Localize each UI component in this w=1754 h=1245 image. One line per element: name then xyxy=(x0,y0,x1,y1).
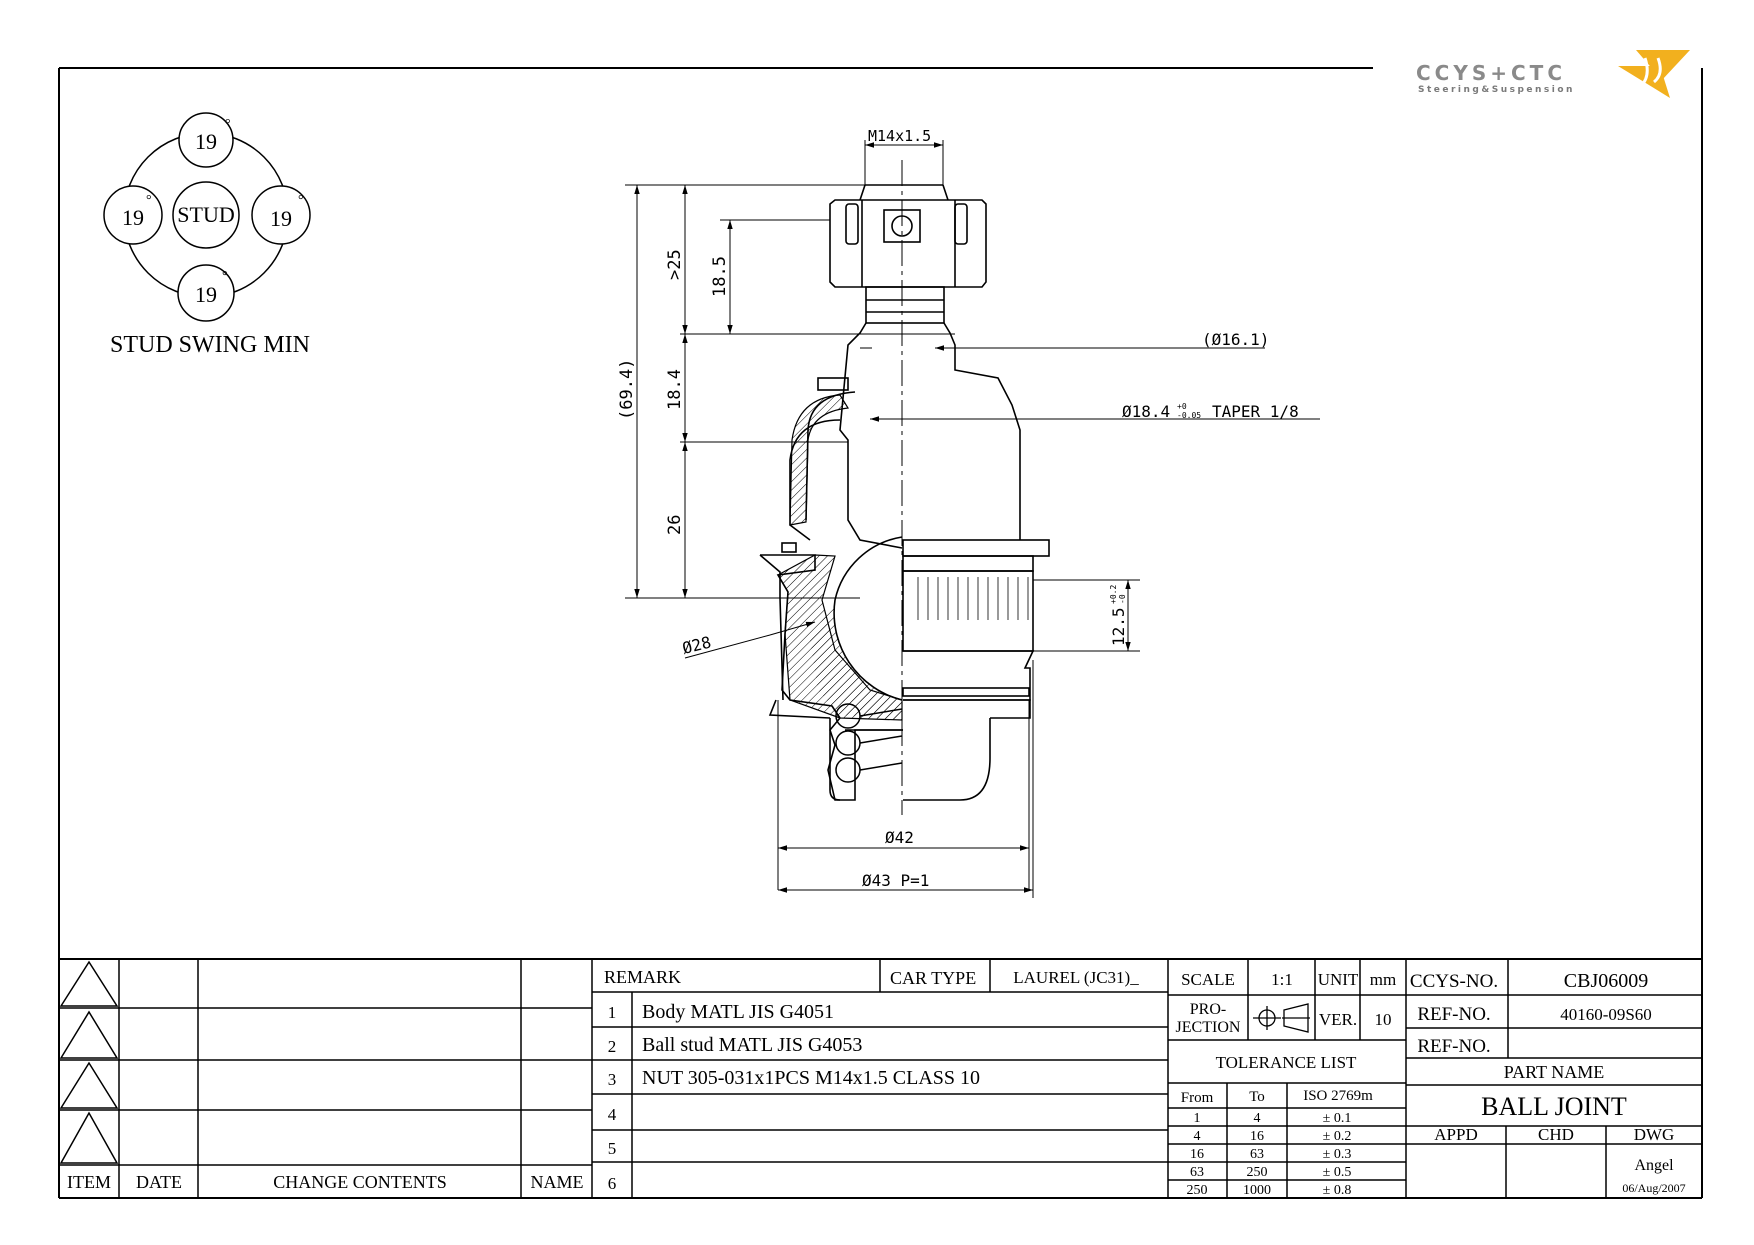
car-type-value: LAUREL (JC31)_ xyxy=(1013,968,1139,987)
swing-left-degree: ° xyxy=(146,193,152,208)
ref-no-value-1: 40160-09S60 xyxy=(1560,1005,1652,1024)
knurl xyxy=(917,577,1029,620)
dim-12-5: 12.5 xyxy=(1109,607,1128,646)
dim-18-4: 18.4 xyxy=(665,369,685,410)
swing-top-angle: 19 xyxy=(195,129,217,154)
dwg-label: DWG xyxy=(1634,1125,1675,1144)
tol-to-1: 4 xyxy=(1254,1111,1261,1126)
tol-from-1: 1 xyxy=(1194,1111,1201,1126)
remark-no-3: 3 xyxy=(608,1070,617,1089)
dim-18-5: 18.5 xyxy=(710,256,730,297)
projection-label-1: PRO- xyxy=(1190,1001,1226,1018)
title-block xyxy=(1406,959,1702,1198)
tol-value-1: ± 0.1 xyxy=(1323,1111,1352,1126)
revision-table xyxy=(59,959,593,1198)
dim-gt25: >25 xyxy=(665,249,685,280)
tol-value-2: ± 0.2 xyxy=(1323,1129,1352,1144)
part-name-value: BALL JOINT xyxy=(1481,1092,1627,1121)
tol-value-4: ± 0.5 xyxy=(1323,1165,1352,1180)
rev-header-change: CHANGE CONTENTS xyxy=(273,1172,447,1192)
spring-coils xyxy=(835,703,903,783)
swing-bottom-degree: ° xyxy=(222,269,228,284)
dim-dia28: Ø28 xyxy=(680,632,713,657)
rev-header-date: DATE xyxy=(136,1172,182,1192)
projection-label-2: JECTION xyxy=(1176,1019,1241,1036)
dim-taper-tol-lo: -0.05 xyxy=(1177,411,1201,420)
tol-value-3: ± 0.3 xyxy=(1323,1147,1352,1162)
projection-symbol-icon xyxy=(1253,1003,1310,1033)
tol-from-5: 250 xyxy=(1187,1183,1208,1198)
swing-bottom-angle: 19 xyxy=(195,282,217,307)
stud-swing-diagram xyxy=(103,112,311,322)
dim-12-5-tol-up: +0.2 xyxy=(1109,585,1118,604)
swing-right-angle: 19 xyxy=(270,206,292,231)
unit-label: UNIT xyxy=(1318,970,1359,989)
dim-dia43: Ø43 P=1 xyxy=(862,871,929,890)
rev-header-item: ITEM xyxy=(67,1172,111,1192)
chd-label: CHD xyxy=(1538,1125,1574,1144)
company-logo: CCYS+CTC Steering&Suspension xyxy=(1416,50,1690,98)
ref-no-label-1: REF-NO. xyxy=(1417,1004,1490,1025)
hatch-seat xyxy=(810,600,902,720)
scale-label: SCALE xyxy=(1181,970,1235,989)
logo-brand: CCYS+CTC xyxy=(1416,61,1566,85)
rev-header-name: NAME xyxy=(531,1172,584,1192)
tol-header-from: From xyxy=(1181,1090,1214,1106)
ball-joint-drawing xyxy=(759,184,1050,801)
hatch-boot xyxy=(789,394,850,526)
tol-value-5: ± 0.8 xyxy=(1323,1183,1352,1198)
drawn-by: Angel xyxy=(1634,1157,1674,1174)
ver-label: VER. xyxy=(1319,1010,1357,1029)
dim-taper: Ø18.4 xyxy=(1122,402,1170,421)
tol-from-2: 4 xyxy=(1194,1129,1201,1144)
dim-12-5-tol-lo: -0 xyxy=(1118,594,1127,604)
remark-no-6: 6 xyxy=(608,1174,617,1193)
remark-text-2: Ball stud MATL JIS G4053 xyxy=(642,1034,862,1056)
tolerance-title: TOLERANCE LIST xyxy=(1216,1053,1357,1072)
tol-to-4: 250 xyxy=(1247,1165,1268,1180)
drawing-date: 06/Aug/2007 xyxy=(1622,1181,1685,1195)
remark-text-3: NUT 305-031x1PCS M14x1.5 CLASS 10 xyxy=(642,1067,980,1089)
dim-26: 26 xyxy=(665,515,685,535)
swing-right-degree: ° xyxy=(298,193,304,208)
remark-no-2: 2 xyxy=(608,1037,617,1056)
remark-label: REMARK xyxy=(604,967,681,987)
tol-from-4: 63 xyxy=(1190,1165,1204,1180)
tol-header-iso: ISO 2769m xyxy=(1303,1088,1373,1104)
dim-dia42: Ø42 xyxy=(885,828,914,847)
dim-taper-tol-up: +0 xyxy=(1177,402,1187,411)
dim-69-4: (69.4) xyxy=(617,359,637,420)
swing-stud-label: STUD xyxy=(177,202,234,227)
swing-top-degree: ° xyxy=(225,117,231,132)
car-type-label: CAR TYPE xyxy=(890,968,976,988)
ref-no-label-2: REF-NO. xyxy=(1417,1036,1490,1057)
tol-header-to: To xyxy=(1249,1089,1265,1105)
part-name-label: PART NAME xyxy=(1504,1062,1604,1082)
unit-value: mm xyxy=(1370,970,1396,989)
remark-no-5: 5 xyxy=(608,1139,617,1158)
tol-to-2: 16 xyxy=(1250,1129,1264,1144)
remark-no-4: 4 xyxy=(608,1105,617,1124)
dim-dia16-1: (Ø16.1) xyxy=(1202,330,1269,349)
ccys-no-label: CCYS-NO. xyxy=(1410,971,1498,992)
appd-label: APPD xyxy=(1434,1125,1477,1144)
tol-to-5: 1000 xyxy=(1243,1183,1271,1198)
remark-table xyxy=(592,959,1169,1198)
dim-taper-label: TAPER 1/8 xyxy=(1212,402,1299,421)
swing-title: STUD SWING MIN xyxy=(110,332,310,358)
dimension-lines xyxy=(625,140,1320,898)
dim-thread: M14x1.5 xyxy=(868,127,931,145)
logo-tagline: Steering&Suspension xyxy=(1418,85,1575,95)
scale-value: 1:1 xyxy=(1271,970,1293,989)
ver-value: 10 xyxy=(1375,1010,1392,1029)
ccys-no-value: CBJ06009 xyxy=(1564,970,1648,992)
info-table xyxy=(1168,959,1407,1198)
swing-left-angle: 19 xyxy=(122,205,144,230)
tol-to-3: 63 xyxy=(1250,1147,1264,1162)
remark-text-1: Body MATL JIS G4051 xyxy=(642,1001,834,1023)
tol-from-3: 16 xyxy=(1190,1147,1204,1162)
remark-no-1: 1 xyxy=(608,1003,617,1022)
